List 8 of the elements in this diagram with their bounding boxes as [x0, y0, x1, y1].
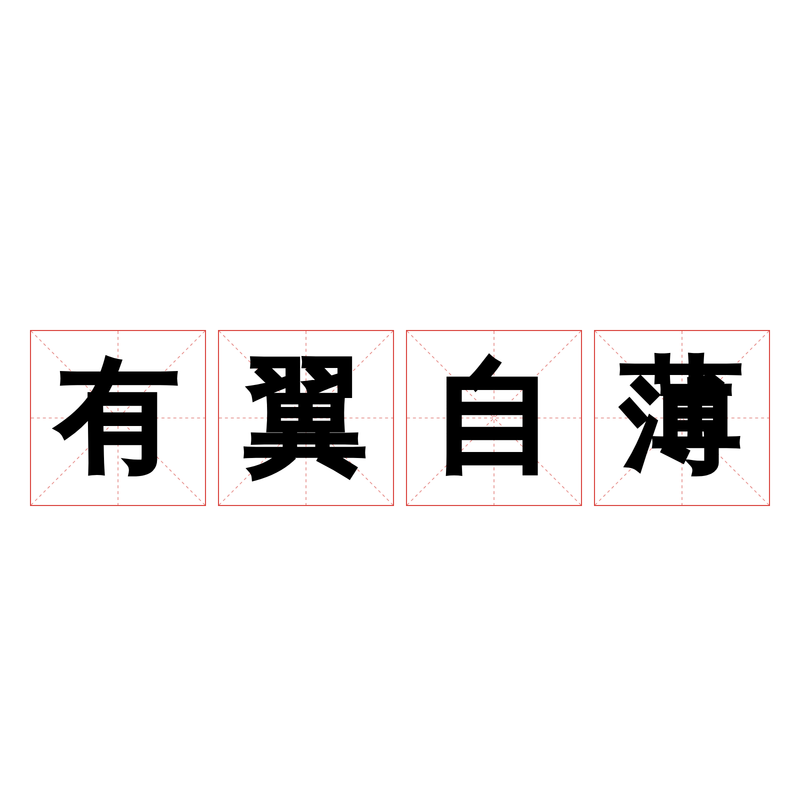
character: 翼: [245, 354, 367, 477]
character: 薄: [621, 354, 743, 477]
character: 自: [433, 354, 555, 477]
character-grid-box: [406, 330, 582, 506]
character: 有: [57, 354, 179, 477]
character-grid-box: [30, 330, 206, 506]
character-grid-box: [594, 330, 770, 506]
character-grid-box: [218, 330, 394, 506]
